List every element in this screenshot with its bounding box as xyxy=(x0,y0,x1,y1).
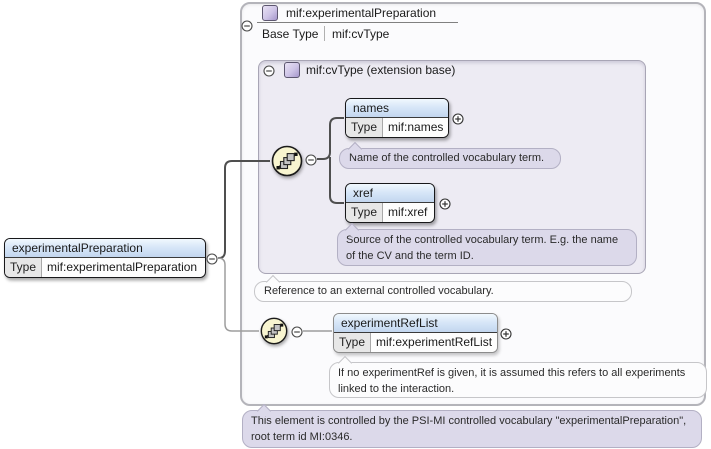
base-type-divider xyxy=(324,26,325,41)
annotation-xref: Source of the controlled vocabulary term… xyxy=(337,222,637,266)
element-name: experimentalPreparation xyxy=(5,239,205,258)
element-square-icon xyxy=(262,5,278,21)
element-type-row: Type mif:xref xyxy=(346,203,434,222)
element-type-row: Type mif:experimentalPreparation xyxy=(5,258,205,277)
annotation-footnote: This element is controlled by the PSI-MI… xyxy=(242,403,702,448)
annotation-text: If no experimentRef is given, it is assu… xyxy=(338,367,686,395)
base-type-value: mif:cvType xyxy=(332,27,390,41)
collapse-icon[interactable] xyxy=(241,19,253,32)
annotation-experimentreflist: If no experimentRef is given, it is assu… xyxy=(329,355,707,398)
expand-icon[interactable] xyxy=(439,197,451,210)
type-label: Type xyxy=(346,203,384,222)
panel-title: mif:experimentalPreparation xyxy=(286,6,437,20)
collapse-icon[interactable] xyxy=(305,153,317,166)
type-label: Type xyxy=(346,118,384,137)
annotation-cvtype: Reference to an external controlled voca… xyxy=(254,274,632,302)
type-value: mif:names xyxy=(383,118,448,137)
collapse-icon[interactable] xyxy=(291,325,303,338)
element-box-experimentreflist[interactable]: experimentRefList Type mif:experimentRef… xyxy=(333,313,498,353)
sequence-compositor-icon[interactable] xyxy=(260,317,288,350)
annotation-text: Name of the controlled vocabulary term. xyxy=(349,152,545,164)
element-box-xref[interactable]: xref Type mif:xref xyxy=(345,183,435,223)
sequence-compositor-icon[interactable] xyxy=(271,145,303,182)
type-label: Type xyxy=(5,258,43,277)
annotation-names: Name of the controlled vocabulary term. xyxy=(339,141,561,169)
expand-icon[interactable] xyxy=(452,112,464,125)
header-divider xyxy=(257,22,458,23)
element-type-row: Type mif:names xyxy=(346,118,448,137)
element-name: names xyxy=(346,99,448,118)
annotation-text: Reference to an external controlled voca… xyxy=(264,285,494,297)
annotation-text: Source of the controlled vocabulary term… xyxy=(346,234,619,262)
type-value: mif:experimentRefList xyxy=(371,333,497,352)
type-label: Type xyxy=(334,333,372,352)
element-name: xref xyxy=(346,184,434,203)
element-box-names[interactable]: names Type mif:names xyxy=(345,98,449,138)
type-value: mif:xref xyxy=(383,203,433,222)
type-value: mif:experimentalPreparation xyxy=(42,258,203,277)
section-title: mif:cvType (extension base) xyxy=(306,63,456,77)
element-name: experimentRefList xyxy=(334,314,497,333)
collapse-icon[interactable] xyxy=(206,252,218,265)
expand-icon[interactable] xyxy=(500,327,512,340)
element-box-experimentalpreparation[interactable]: experimentalPreparation Type mif:experim… xyxy=(4,238,206,278)
element-type-row: Type mif:experimentRefList xyxy=(334,333,497,352)
collapse-icon[interactable] xyxy=(263,64,275,77)
element-square-icon xyxy=(284,62,300,78)
base-type-label: Base Type xyxy=(262,27,319,41)
annotation-text: This element is controlled by the PSI-MI… xyxy=(251,415,687,443)
